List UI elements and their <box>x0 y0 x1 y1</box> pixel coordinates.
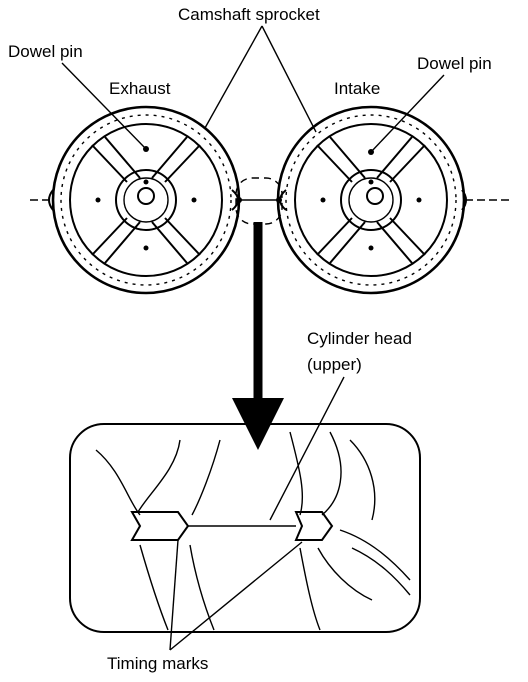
dowel-pin-label-intake: Dowel pin <box>417 54 492 73</box>
exhaust-sprocket-bolt-hole-bottom <box>143 245 149 251</box>
exhaust-sprocket-outer-rim <box>51 105 241 295</box>
cylinder-head-contours <box>95 431 411 631</box>
timing-mark-intake <box>294 511 334 541</box>
intake-sprocket-hub-ring <box>348 177 394 223</box>
dowel-pin-label-exhaust: Dowel pin <box>8 42 83 61</box>
exhaust-sprocket-spokes <box>91 136 201 264</box>
exhaust-sprocket-center-bore <box>137 187 155 205</box>
intake-label: Intake <box>334 79 380 98</box>
cylinder-head-detail <box>69 423 421 633</box>
exhaust-sprocket-hub-hole <box>143 179 149 185</box>
intake-sprocket-center-bore <box>366 187 384 205</box>
exhaust-sprocket-bolt-hole-left <box>95 197 101 203</box>
leader-dowel-exhaust <box>61 62 147 150</box>
leader-timing-mark-left <box>169 539 179 651</box>
camshaft-sprocket-label: Camshaft sprocket <box>178 5 320 24</box>
intake-dowel-pin <box>368 149 374 155</box>
exhaust-sprocket <box>48 105 242 295</box>
leader-cylinder-head <box>269 376 345 521</box>
intake-sprocket-hub <box>340 169 402 231</box>
intake-sprocket-bolt-hole-left <box>320 197 326 203</box>
timing-mark-exhaust <box>130 511 190 541</box>
leader-sprocket-intake <box>261 25 317 133</box>
exhaust-dowel-pin <box>143 146 149 152</box>
leader-timing-mark-right <box>169 541 303 651</box>
detail-focus-circle <box>235 177 283 225</box>
intake-sprocket-bolt-hole-right <box>416 197 422 203</box>
intake-sprocket-hub-hole <box>368 179 374 185</box>
leader-sprocket-exhaust <box>204 25 263 129</box>
exhaust-sprocket-timing-dot <box>236 197 242 203</box>
cylinder-head-label-line1: Cylinder head <box>307 329 412 348</box>
intake-sprocket-teeth <box>285 114 457 286</box>
timing-marks-label: Timing marks <box>107 654 208 673</box>
intake-sprocket-outer-rim <box>276 105 466 295</box>
detail-frame <box>69 423 421 633</box>
exhaust-sprocket-bolt-hole-right <box>191 197 197 203</box>
detail-arrow <box>232 222 284 450</box>
intake-sprocket-inner-rim <box>294 123 448 277</box>
exhaust-label: Exhaust <box>109 79 171 98</box>
intake-sprocket-bolt-hole-bottom <box>368 245 374 251</box>
cylinder-head-label-line2: (upper) <box>307 355 362 374</box>
exhaust-sprocket-hub-ring <box>123 177 169 223</box>
intake-sprocket-spokes <box>316 136 426 264</box>
exhaust-sprocket-inner-rim <box>69 123 223 277</box>
exhaust-sprocket-teeth <box>60 114 232 286</box>
exhaust-sprocket-hub <box>115 169 177 231</box>
intake-sprocket <box>276 105 467 295</box>
